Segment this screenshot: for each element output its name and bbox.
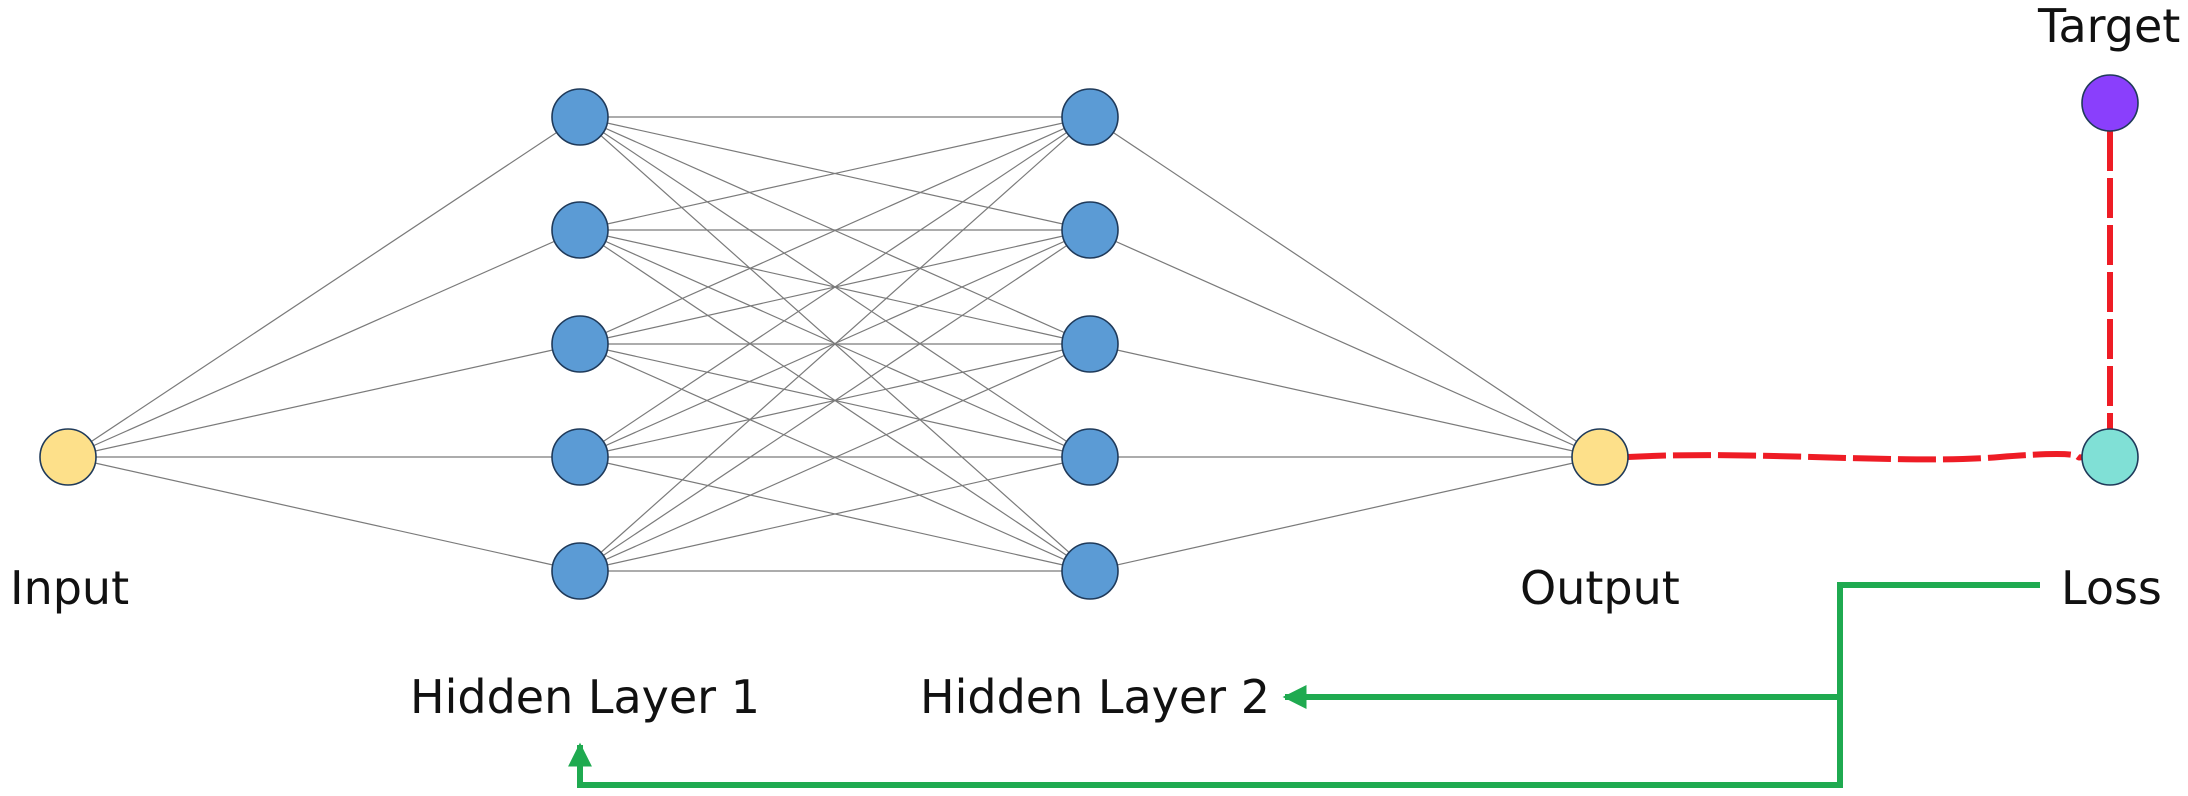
network-nodes — [39, 74, 2139, 600]
edge-input-hidden1 — [67, 229, 581, 458]
output-node — [1571, 428, 1629, 486]
edge-hidden1-hidden2 — [579, 229, 1091, 572]
edge-hidden1-hidden2 — [579, 116, 1091, 572]
hidden-layer-2-label: Hidden Layer 2 — [920, 670, 1270, 724]
target-node — [2081, 74, 2139, 132]
hidden2-node — [1061, 542, 1119, 600]
input-label: Input — [10, 561, 130, 615]
edge-input-hidden1 — [67, 343, 581, 458]
edge-hidden1-hidden2 — [579, 116, 1091, 231]
hidden2-node — [1061, 201, 1119, 259]
target-label: Target — [2038, 0, 2181, 53]
loss-label: Loss — [2061, 561, 2162, 615]
hidden1-node — [551, 542, 609, 600]
hidden2-node — [1061, 315, 1119, 373]
loss-node — [2081, 428, 2139, 486]
edge-hidden1-hidden2 — [579, 116, 1091, 345]
hidden1-node — [551, 201, 609, 259]
hidden-layer-1-label: Hidden Layer 1 — [410, 670, 760, 724]
edge-input-hidden1 — [67, 456, 581, 572]
hidden1-node — [551, 88, 609, 146]
edge-hidden2-output — [1089, 343, 1601, 458]
hidden1-node — [551, 428, 609, 486]
loss-links — [1627, 131, 2113, 463]
output-loss-link — [1627, 451, 2083, 463]
hidden1-node — [551, 315, 609, 373]
hidden2-node — [1061, 428, 1119, 486]
backprop-arrows — [568, 582, 2040, 788]
edge-hidden1-hidden2 — [579, 343, 1091, 572]
edge-hidden2-output — [1089, 116, 1601, 458]
hidden2-node — [1061, 88, 1119, 146]
edge-hidden2-output — [1089, 456, 1601, 572]
output-label: Output — [1520, 561, 1680, 615]
backprop-arrow-hidden1 — [568, 582, 2040, 788]
edge-input-hidden1 — [67, 116, 581, 458]
edge-hidden1-hidden2 — [579, 456, 1091, 572]
input-node — [39, 428, 97, 486]
edge-hidden2-output — [1089, 229, 1601, 458]
connection-edges — [67, 116, 1601, 572]
edge-hidden1-hidden2 — [579, 116, 1091, 458]
